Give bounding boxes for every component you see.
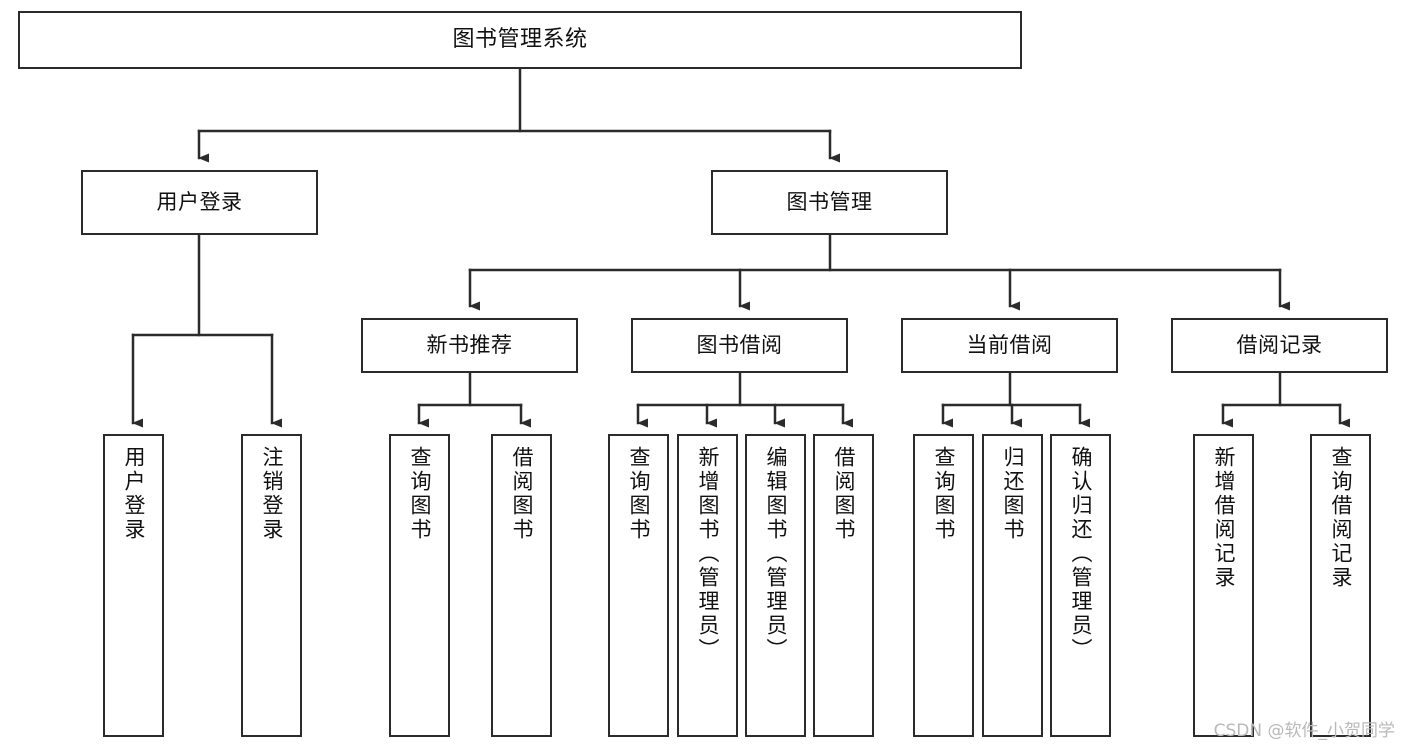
leaf-book-borrow-add[interactable]: 新增图书（管理员） (677, 434, 738, 737)
watermark-text: CSDN @软件_小贺同学 (1213, 721, 1395, 741)
node-borrow-record-label: 借阅记录 (1236, 332, 1323, 357)
leaf-label: 借阅图书 (510, 446, 534, 542)
leaf-label: 新增图书（管理员） (696, 446, 720, 662)
leaf-current-borrow-query[interactable]: 查询图书 (913, 434, 974, 737)
node-user-login[interactable]: 用户登录 (81, 170, 318, 235)
leaf-label: 查询图书 (627, 446, 651, 542)
node-root-book-management-system[interactable]: 图书管理系统 (18, 11, 1022, 69)
node-user-login-label: 用户登录 (156, 189, 243, 214)
leaf-label: 用户登录 (122, 446, 146, 542)
node-current-borrow-label: 当前借阅 (966, 332, 1053, 357)
leaf-user-login-login[interactable]: 用户登录 (103, 434, 164, 737)
node-book-management[interactable]: 图书管理 (711, 170, 948, 235)
leaf-new-book-borrow[interactable]: 借阅图书 (491, 434, 552, 737)
leaf-current-borrow-return[interactable]: 归还图书 (982, 434, 1043, 737)
leaf-book-borrow-edit[interactable]: 编辑图书（管理员） (745, 434, 806, 737)
leaf-borrow-record-add[interactable]: 新增借阅记录 (1193, 434, 1254, 737)
leaf-book-borrow-borrow[interactable]: 借阅图书 (813, 434, 874, 737)
node-book-borrow-label: 图书借阅 (696, 332, 783, 357)
node-book-management-label: 图书管理 (786, 189, 873, 214)
leaf-label: 编辑图书（管理员） (764, 446, 788, 662)
leaf-label: 新增借阅记录 (1212, 446, 1236, 590)
leaf-label: 归还图书 (1001, 446, 1025, 542)
node-borrow-record[interactable]: 借阅记录 (1171, 318, 1388, 373)
leaf-label: 借阅图书 (832, 446, 856, 542)
leaf-new-book-query[interactable]: 查询图书 (389, 434, 450, 737)
node-root-label: 图书管理系统 (452, 26, 588, 52)
leaf-label: 查询图书 (932, 446, 956, 542)
node-new-book-recommend[interactable]: 新书推荐 (361, 318, 578, 373)
leaf-borrow-record-query[interactable]: 查询借阅记录 (1310, 434, 1371, 737)
leaf-current-borrow-confirm-return[interactable]: 确认归还（管理员） (1050, 434, 1111, 737)
leaf-user-login-logout[interactable]: 注销登录 (241, 434, 302, 737)
leaf-label: 查询借阅记录 (1329, 446, 1353, 590)
leaf-label: 注销登录 (260, 446, 284, 542)
leaf-label: 查询图书 (408, 446, 432, 542)
leaf-label: 确认归还（管理员） (1069, 446, 1093, 662)
node-current-borrow[interactable]: 当前借阅 (901, 318, 1118, 373)
node-book-borrow[interactable]: 图书借阅 (631, 318, 848, 373)
node-new-book-recommend-label: 新书推荐 (426, 332, 513, 357)
leaf-book-borrow-query[interactable]: 查询图书 (608, 434, 669, 737)
